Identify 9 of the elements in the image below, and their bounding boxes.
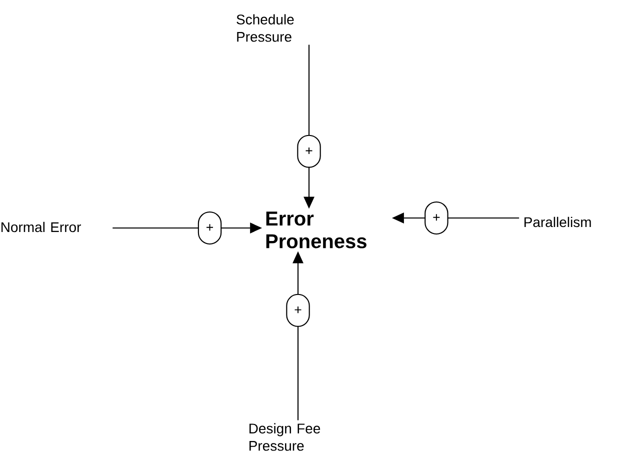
- polarity-sign: +: [286, 294, 310, 327]
- polarity-sign: +: [424, 201, 448, 235]
- node-label: Normal Error: [2, 222, 81, 232]
- polarity-sign: +: [297, 134, 321, 168]
- polarity-sign: +: [198, 211, 222, 245]
- node-label: Error Proneness: [266, 212, 366, 248]
- node-label: Design Fee Pressure: [250, 423, 320, 451]
- node-label: Parallelism: [524, 216, 591, 228]
- node-label: Schedule Pressure: [236, 14, 294, 42]
